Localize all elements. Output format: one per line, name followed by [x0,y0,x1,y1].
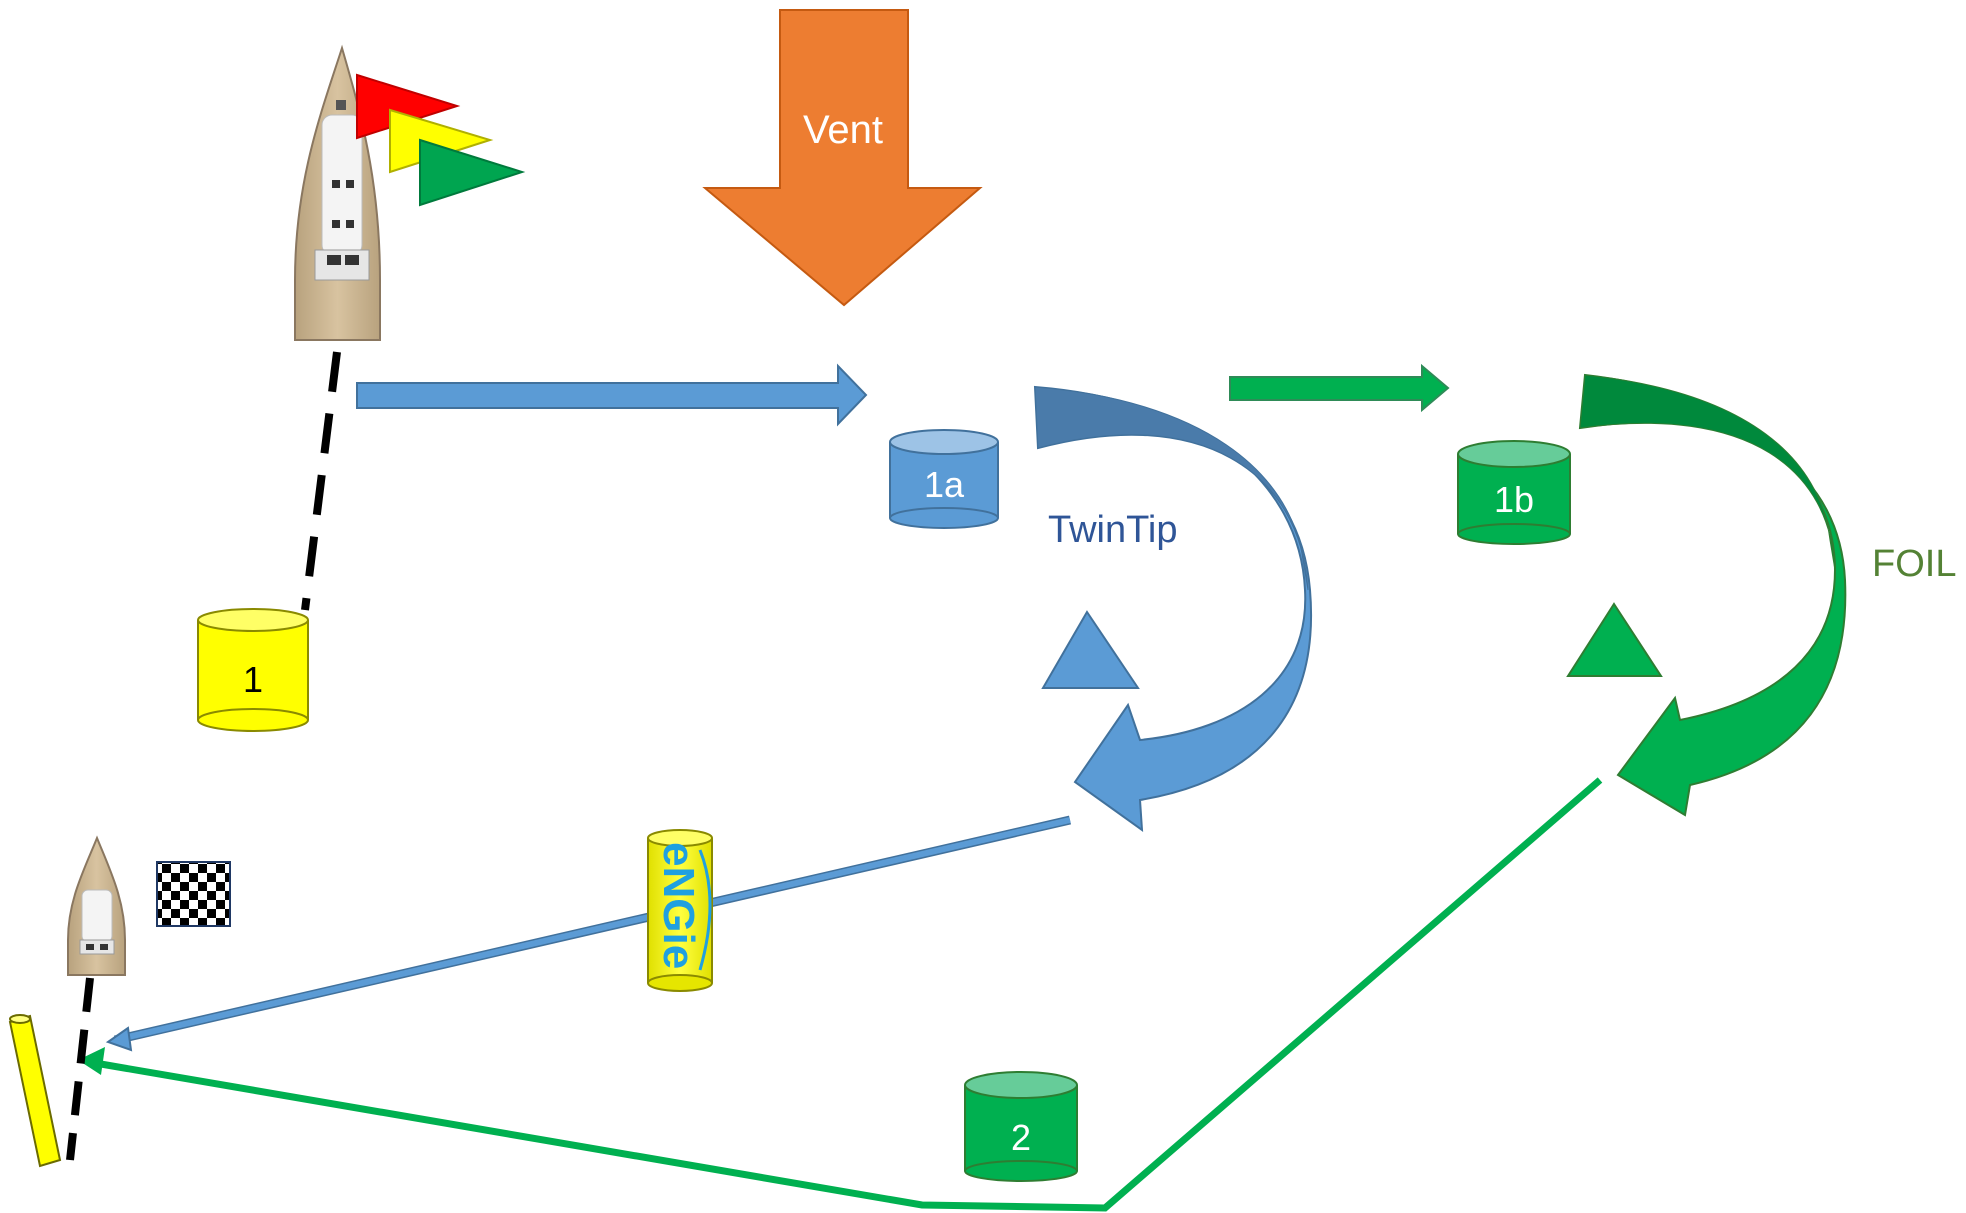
foil-rounding-arrow [1578,373,1847,817]
checkered-flag-icon [156,861,231,927]
twintip-windward-triangle [1041,610,1140,689]
wind-label: Vent [803,108,883,152]
foil-finish-line-arrow [78,777,1603,1212]
twintip-course-label: TwinTip [1048,509,1178,551]
sponsor-buoy: eNGie [647,829,713,992]
start-flags [356,73,526,207]
mark-1a-buoy: 1a [889,429,999,529]
twintip-reach-arrow [356,363,868,427]
foil-windward-triangle [1566,602,1663,677]
mark-1-buoy: 1 [197,608,309,732]
mark-1-label: 1 [243,659,263,700]
foil-course-label: FOIL [1872,543,1956,585]
finish-boat-icon [67,835,126,976]
green-flag-icon [419,138,526,207]
twintip-finish-line-arrow [105,815,1072,1052]
mark-2-buoy: 2 [964,1071,1078,1182]
start-line [301,351,341,611]
mark-1a-label: 1a [924,464,965,505]
mark-1b-label: 1b [1494,479,1534,520]
mark-2-label: 2 [1011,1117,1031,1158]
mark-1b-buoy: 1b [1457,440,1571,545]
wind-arrow: Vent [702,9,983,307]
sponsor-logo-text: eNGie [654,842,703,969]
twintip-rounding-arrow [1033,385,1312,833]
foil-reach-arrow [1229,363,1450,413]
finish-line [66,977,94,1161]
finish-pin-buoy [8,1014,62,1168]
